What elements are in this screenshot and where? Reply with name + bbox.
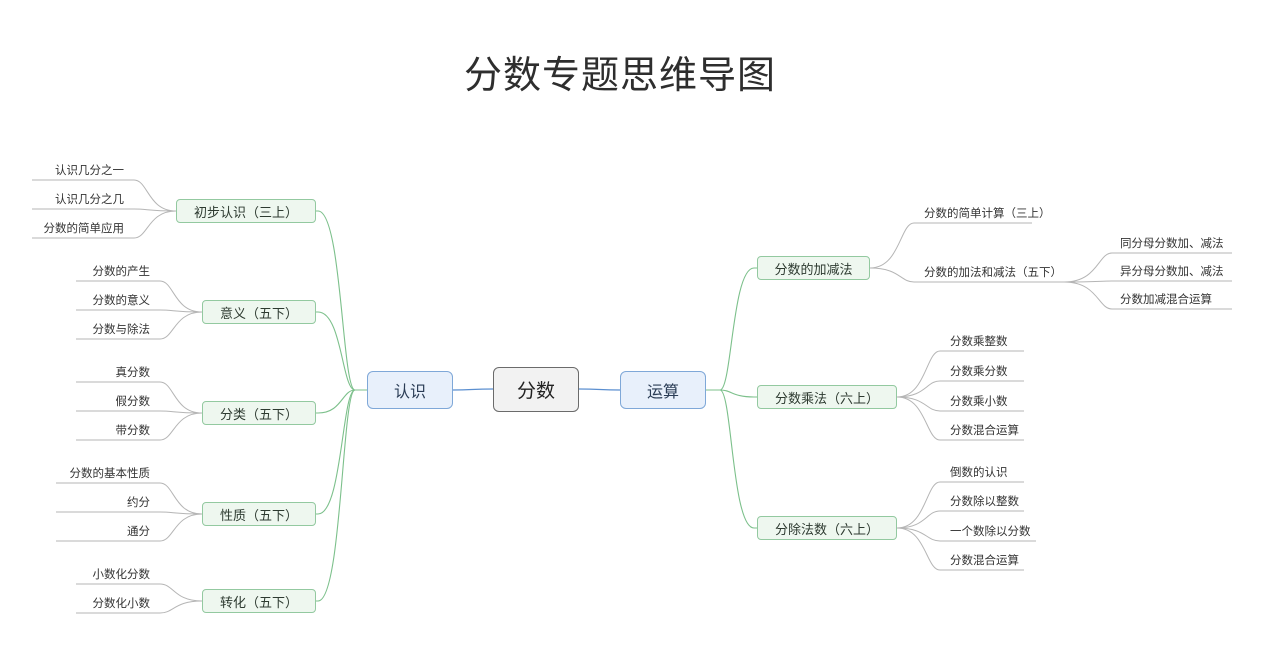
right-leaf[interactable]: 分数的简单计算（三上） bbox=[924, 206, 1051, 220]
leaf-connector bbox=[32, 210, 177, 239]
left-topic-connector bbox=[316, 311, 367, 391]
leaf-connector bbox=[1063, 252, 1232, 283]
right-topic-connector bbox=[706, 267, 757, 391]
leaf-connector bbox=[869, 222, 1032, 269]
leaf-connector bbox=[896, 481, 1024, 529]
right-leaf[interactable]: 一个数除以分数 bbox=[950, 524, 1031, 538]
left-leaf[interactable]: 通分 bbox=[127, 524, 150, 538]
left-leaf[interactable]: 分数的意义 bbox=[92, 293, 151, 307]
left-topic-connector bbox=[316, 389, 367, 515]
leaf-connector bbox=[896, 527, 1024, 571]
right-subleaf[interactable]: 同分母分数加、减法 bbox=[1120, 236, 1224, 250]
left-topic-3[interactable]: 分类（五下） bbox=[202, 401, 316, 425]
left-topic-4[interactable]: 性质（五下） bbox=[202, 502, 316, 526]
leaf-connector bbox=[896, 350, 1024, 398]
left-topic-2[interactable]: 意义（五下） bbox=[202, 300, 316, 324]
left-leaf[interactable]: 小数化分数 bbox=[92, 567, 151, 581]
right-topic-2[interactable]: 分数乘法（六上） bbox=[757, 385, 897, 409]
leaf-connector bbox=[76, 309, 203, 313]
right-leaf[interactable]: 分数乘分数 bbox=[950, 364, 1008, 378]
page-title: 分数专题思维导图 bbox=[463, 53, 776, 97]
leaf-connector bbox=[76, 412, 203, 441]
leaf-connector bbox=[76, 410, 203, 414]
leaf-connector bbox=[56, 482, 203, 515]
left-leaf[interactable]: 约分 bbox=[127, 495, 150, 509]
leaf-connector bbox=[896, 380, 1024, 398]
left-leaf[interactable]: 认识几分之几 bbox=[55, 192, 124, 206]
left-leaf[interactable]: 真分数 bbox=[115, 365, 151, 379]
root-left-connector bbox=[452, 388, 494, 391]
leaf-connector bbox=[76, 600, 203, 614]
leaf-connector bbox=[896, 510, 1024, 529]
leaf-connector bbox=[76, 311, 203, 340]
leaf-connector bbox=[896, 527, 1036, 542]
left-topic-connector bbox=[316, 389, 367, 602]
left-leaf[interactable]: 假分数 bbox=[115, 394, 151, 408]
root-node[interactable]: 分数 bbox=[493, 367, 579, 412]
left-leaf[interactable]: 认识几分之一 bbox=[55, 163, 124, 177]
leaf-connector bbox=[76, 280, 203, 313]
leaf-connector bbox=[32, 179, 177, 212]
leaf-connector bbox=[896, 396, 1024, 412]
leaf-connector bbox=[869, 267, 1064, 283]
right-leaf[interactable]: 分数乘小数 bbox=[950, 394, 1008, 408]
leaf-connector bbox=[32, 208, 177, 212]
left-leaf[interactable]: 分数与除法 bbox=[92, 322, 151, 336]
right-topic-3[interactable]: 分除法数（六上） bbox=[757, 516, 897, 540]
left-topic-connector bbox=[316, 389, 367, 414]
main-node-left[interactable]: 认识 bbox=[367, 371, 453, 409]
right-leaf[interactable]: 分数除以整数 bbox=[950, 494, 1019, 508]
right-topic-connector bbox=[706, 389, 757, 398]
right-leaf[interactable]: 分数的加法和减法（五下） bbox=[924, 265, 1062, 279]
leaf-connector bbox=[1063, 280, 1232, 283]
leaf-connector bbox=[76, 381, 203, 414]
right-topic-connector bbox=[706, 389, 757, 529]
left-leaf[interactable]: 分数的产生 bbox=[92, 264, 151, 278]
left-leaf[interactable]: 分数的简单应用 bbox=[43, 221, 125, 235]
right-leaf[interactable]: 分数乘整数 bbox=[950, 334, 1008, 348]
left-topic-5[interactable]: 转化（五下） bbox=[202, 589, 316, 613]
leaf-connector bbox=[56, 511, 203, 515]
left-topic-connector bbox=[316, 210, 367, 391]
leaf-connector bbox=[76, 583, 203, 602]
right-leaf[interactable]: 分数混合运算 bbox=[950, 553, 1019, 567]
left-leaf[interactable]: 分数的基本性质 bbox=[69, 466, 151, 480]
leaf-connector bbox=[896, 396, 1024, 441]
right-subleaf[interactable]: 分数加减混合运算 bbox=[1120, 292, 1212, 306]
main-node-right[interactable]: 运算 bbox=[620, 371, 706, 409]
right-leaf[interactable]: 分数混合运算 bbox=[950, 423, 1019, 437]
left-topic-1[interactable]: 初步认识（三上） bbox=[176, 199, 316, 223]
left-leaf[interactable]: 带分数 bbox=[115, 423, 151, 437]
leaf-connector bbox=[56, 513, 203, 542]
root-right-connector bbox=[578, 388, 621, 391]
right-leaf[interactable]: 倒数的认识 bbox=[950, 465, 1008, 479]
left-leaf[interactable]: 分数化小数 bbox=[92, 596, 151, 610]
leaf-connector bbox=[1063, 281, 1232, 310]
right-topic-1[interactable]: 分数的加减法 bbox=[757, 256, 870, 280]
right-subleaf[interactable]: 异分母分数加、减法 bbox=[1120, 264, 1224, 278]
